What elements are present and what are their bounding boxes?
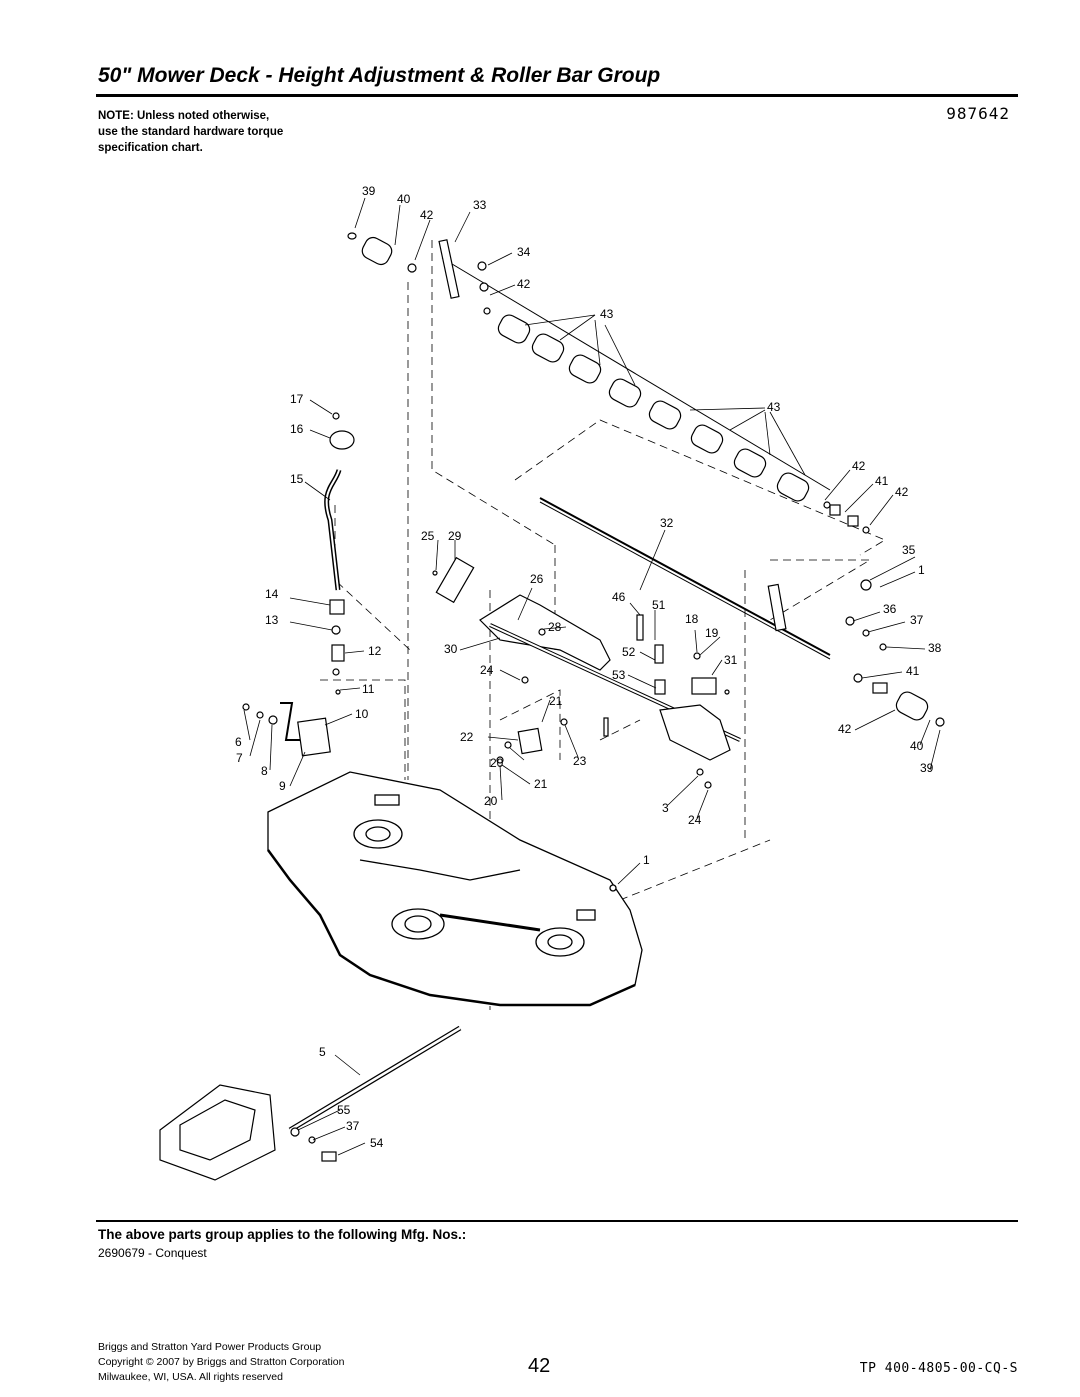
leader-lines xyxy=(243,197,941,1156)
mower-deck xyxy=(266,771,643,1007)
callout-40: 40 xyxy=(397,192,411,206)
note-line-2: use the standard hardware torque xyxy=(98,126,284,138)
callout-25: 25 xyxy=(421,529,435,543)
callout-43: 43 xyxy=(767,400,781,414)
callout-21: 21 xyxy=(549,694,563,708)
callout-33: 33 xyxy=(473,198,487,212)
callout-24: 24 xyxy=(688,813,702,827)
footer-line-3: Milwaukee, WI, USA. All rights reserved xyxy=(98,1371,283,1383)
callout-23: 23 xyxy=(573,754,587,768)
callout-36: 36 xyxy=(883,602,897,616)
callout-8: 8 xyxy=(261,764,268,778)
title-rule xyxy=(96,94,1018,97)
roller-bar-assembly xyxy=(347,232,945,727)
callout-1: 1 xyxy=(643,853,650,867)
callout-55: 55 xyxy=(337,1103,351,1117)
callout-46: 46 xyxy=(612,590,626,604)
applies-title: The above parts group applies to the fol… xyxy=(98,1227,467,1242)
callout-43: 43 xyxy=(600,307,614,321)
callout-19: 19 xyxy=(705,626,719,640)
callout-51: 51 xyxy=(652,598,666,612)
callout-42: 42 xyxy=(895,485,909,499)
callout-40: 40 xyxy=(910,739,924,753)
callout-11: 11 xyxy=(362,682,375,696)
callout-14: 14 xyxy=(265,587,279,601)
footer-line-2: Copyright © 2007 by Briggs and Stratton … xyxy=(98,1356,345,1368)
callout-17: 17 xyxy=(290,392,304,406)
callout-31: 31 xyxy=(724,653,738,667)
dashed-guide-lines xyxy=(320,240,886,1010)
deck-bracket-assembly xyxy=(432,556,741,789)
callout-42: 42 xyxy=(838,722,852,736)
note-line-1: NOTE: Unless noted otherwise, xyxy=(98,110,270,122)
callout-41: 41 xyxy=(875,474,889,488)
callout-37: 37 xyxy=(910,613,924,627)
callout-1: 1 xyxy=(918,563,925,577)
callout-52: 52 xyxy=(622,645,636,659)
callout-26: 26 xyxy=(530,572,544,586)
callout-9: 9 xyxy=(279,779,286,793)
callout-39: 39 xyxy=(362,184,376,198)
callout-37: 37 xyxy=(346,1119,360,1133)
callout-21: 21 xyxy=(534,777,548,791)
callout-24: 24 xyxy=(480,663,494,677)
footer-line-1: Briggs and Stratton Yard Power Products … xyxy=(98,1341,322,1353)
footer-copyright: Briggs and Stratton Yard Power Products … xyxy=(98,1340,344,1385)
callout-29: 29 xyxy=(448,529,462,543)
callout-5: 5 xyxy=(319,1045,326,1059)
callout-20: 20 xyxy=(490,756,504,770)
height-lever-assembly xyxy=(242,412,355,757)
callout-15: 15 xyxy=(290,472,304,486)
page-title: 50" Mower Deck - Height Adjustment & Rol… xyxy=(98,64,661,87)
document-code: TP 400-4805-00-CQ-S xyxy=(859,1361,1018,1376)
callout-42: 42 xyxy=(852,459,866,473)
callout-28: 28 xyxy=(548,620,562,634)
applies-rule xyxy=(96,1220,1018,1222)
page-number: 42 xyxy=(528,1355,551,1377)
diagram-number: 987642 xyxy=(946,104,1010,123)
callout-12: 12 xyxy=(368,644,382,658)
model-number: 2690679 - Conquest xyxy=(98,1246,207,1260)
callout-42: 42 xyxy=(517,277,531,291)
callout-34: 34 xyxy=(517,245,531,259)
callout-16: 16 xyxy=(290,422,304,436)
callout-18: 18 xyxy=(685,612,699,626)
torque-note: NOTE: Unless noted otherwise, use the st… xyxy=(98,108,358,156)
callout-38: 38 xyxy=(928,641,942,655)
callout-53: 53 xyxy=(612,668,626,682)
note-line-3: specification chart. xyxy=(98,142,203,154)
callout-42: 42 xyxy=(420,208,434,222)
callout-30: 30 xyxy=(444,642,458,656)
callout-10: 10 xyxy=(355,707,369,721)
callout-39: 39 xyxy=(920,761,934,775)
transport-bracket-assembly xyxy=(159,1025,462,1181)
callout-13: 13 xyxy=(265,613,279,627)
callout-7: 7 xyxy=(236,751,243,765)
callout-35: 35 xyxy=(902,543,916,557)
callout-41: 41 xyxy=(906,664,920,678)
callout-20: 20 xyxy=(484,794,498,808)
callout-3: 3 xyxy=(662,801,669,815)
callout-54: 54 xyxy=(370,1136,384,1150)
callout-6: 6 xyxy=(235,735,242,749)
callout-22: 22 xyxy=(460,730,474,744)
callout-32: 32 xyxy=(660,516,674,530)
